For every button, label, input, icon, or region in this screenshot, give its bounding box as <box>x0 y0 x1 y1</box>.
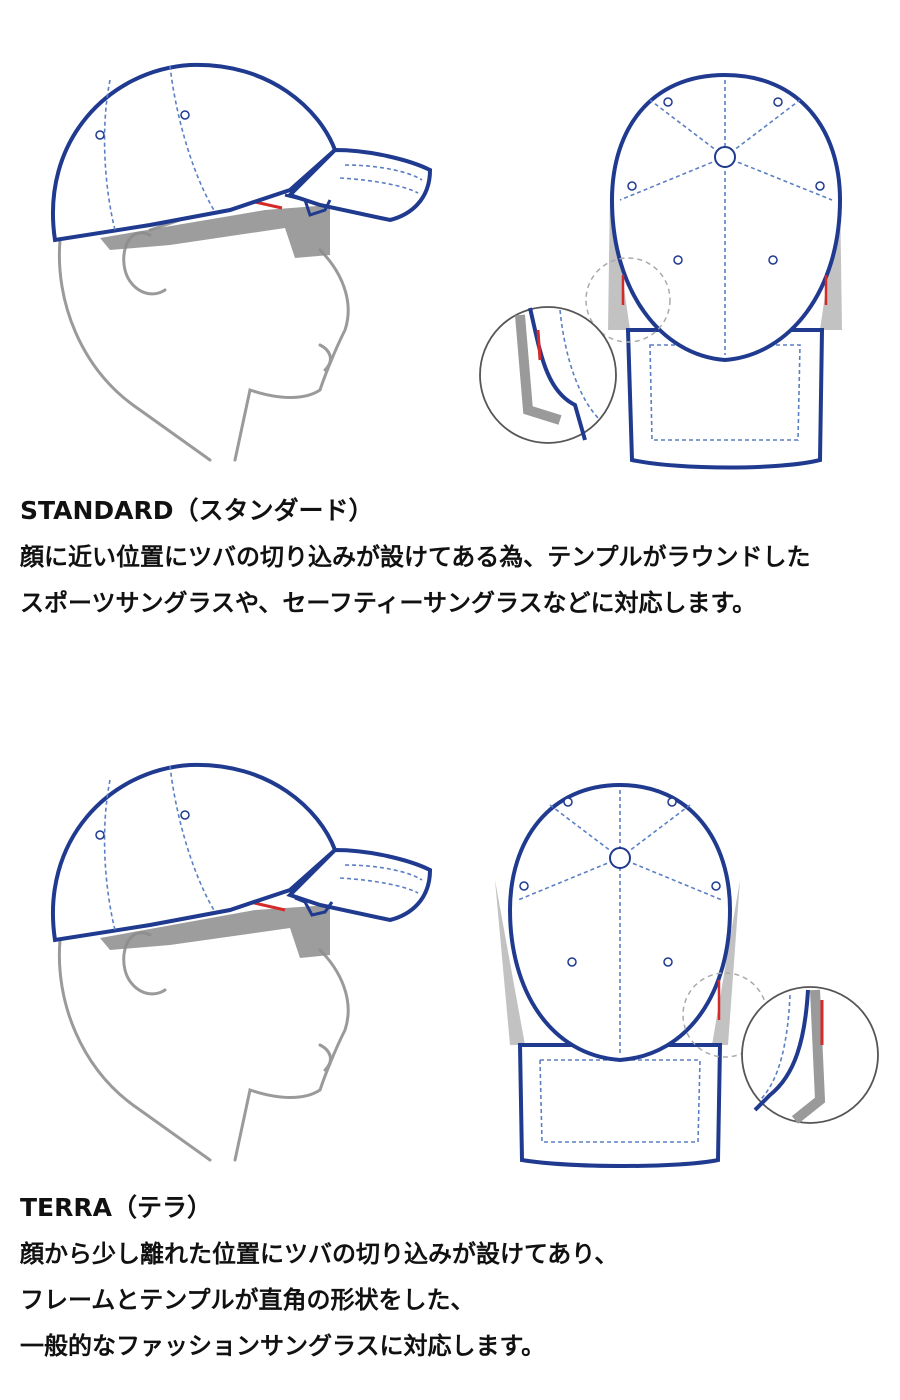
terra-diagram <box>51 762 879 1168</box>
cap-side-view <box>51 762 433 943</box>
cap-top-view <box>495 782 768 1168</box>
terra-description-line-1: 顔から少し離れた位置にツバの切り込みが設けてあり、 <box>20 1240 619 1268</box>
standard-title: STANDARD（スタンダード） <box>20 496 374 525</box>
terra-title: TERRA（テラ） <box>20 1193 212 1222</box>
cap-side-view <box>51 62 433 243</box>
zoom-detail <box>741 986 879 1124</box>
standard-illustration <box>0 0 900 480</box>
standard-diagram <box>51 62 843 470</box>
standard-caption: STANDARD（スタンダード） 顔に近い位置にツバの切り込みが設けてある為、テ… <box>20 488 890 626</box>
sunglasses-side <box>100 200 330 258</box>
head-side-view <box>57 931 350 1162</box>
cap-top-view <box>585 72 843 470</box>
standard-description-line-2: スポーツサングラスや、セーフティーサングラスなどに対応します。 <box>20 589 757 617</box>
terra-description-line-3: 一般的なファッションサングラスに対応します。 <box>20 1332 546 1360</box>
terra-caption: TERRA（テラ） 顔から少し離れた位置にツバの切り込みが設けてあり、 フレーム… <box>20 1185 890 1369</box>
terra-description-line-2: フレームとテンプルが直角の形状をした、 <box>20 1286 475 1314</box>
standard-description-line-1: 顔に近い位置にツバの切り込みが設けてある為、テンプルがラウンドした <box>20 543 811 571</box>
zoom-detail <box>479 306 617 444</box>
terra-illustration <box>0 690 900 1170</box>
